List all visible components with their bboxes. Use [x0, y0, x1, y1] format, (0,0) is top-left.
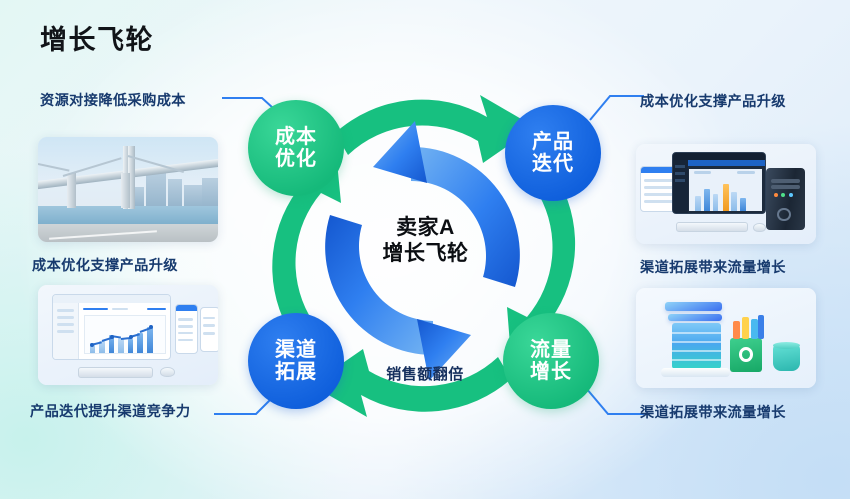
- node-label-line2: 优化: [275, 148, 317, 170]
- outer-arrow-top: [335, 95, 535, 163]
- flywheel-node-cost-optimization[interactable]: 成本 优化: [248, 100, 344, 196]
- center-label-line1: 卖家A: [396, 216, 455, 239]
- thumbnail-analytics-dashboard-monitor: [38, 285, 218, 385]
- inner-arrow-lower: [325, 215, 471, 381]
- callout-top-right: 成本优化支撑产品升级: [640, 94, 786, 110]
- callout-bottom-left: 产品迭代提升渠道竞争力: [30, 404, 191, 420]
- thumbnail-server-stack-shopping-bag: [636, 288, 816, 388]
- callout-middle-left: 成本优化支撑产品升级: [32, 258, 178, 274]
- outer-arrow-bottom: [311, 349, 511, 417]
- node-label-line1: 成本: [275, 125, 317, 148]
- flywheel-node-traffic-growth[interactable]: 流量 增长: [503, 313, 599, 409]
- page-title: 增长飞轮: [40, 25, 154, 55]
- node-label-line1: 产品: [532, 130, 574, 153]
- flywheel-center-label: 卖家A 增长飞轮: [358, 215, 493, 266]
- leader-line-top-right: [589, 95, 644, 121]
- callout-top-left: 资源对接降低采购成本: [40, 93, 186, 109]
- flywheel-bottom-caption: 销售额翻倍: [386, 366, 464, 383]
- thumbnail-dual-monitor-desktop-pc: [636, 144, 816, 244]
- callout-middle-right: 渠道拓展带来流量增长: [640, 260, 786, 276]
- leader-line-bottom-right: [585, 387, 644, 415]
- node-label-line1: 渠道: [275, 338, 317, 361]
- node-label-line1: 流量: [530, 338, 572, 361]
- flywheel-node-channel-expansion[interactable]: 渠道 拓展: [248, 313, 344, 409]
- thumbnail-bridge-city-photo: [38, 137, 218, 242]
- flywheel-diagram: 成本 优化 产品 迭代 流量 增长 渠道 拓展: [215, 55, 635, 455]
- node-label-line2: 迭代: [532, 153, 574, 175]
- node-label-line2: 增长: [530, 361, 572, 383]
- inner-arrow-upper: [373, 121, 520, 287]
- flywheel-node-product-iteration[interactable]: 产品 迭代: [505, 105, 601, 201]
- center-label-line2: 增长飞轮: [382, 241, 469, 265]
- outer-arrow-left: [272, 141, 341, 327]
- callout-bottom-right: 渠道拓展带来流量增长: [640, 405, 786, 421]
- node-label-line2: 拓展: [275, 361, 317, 383]
